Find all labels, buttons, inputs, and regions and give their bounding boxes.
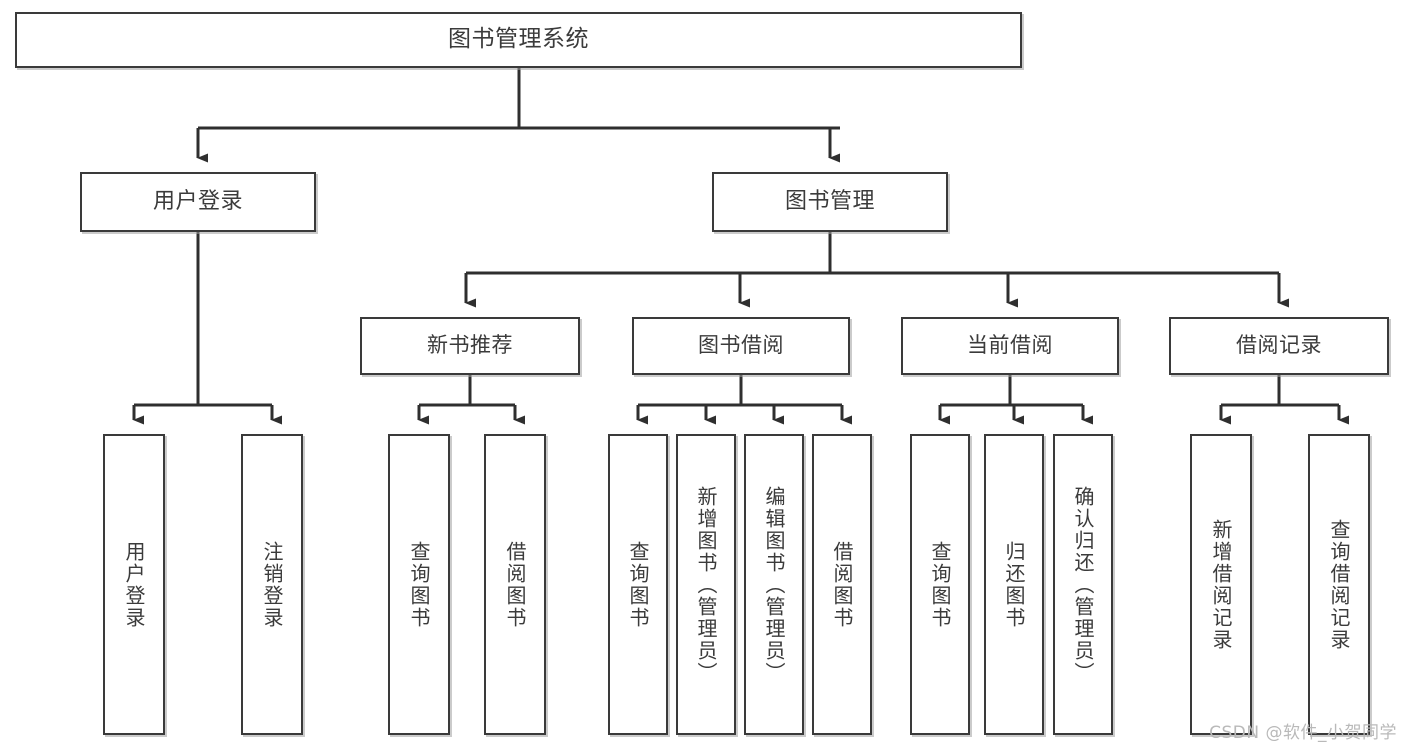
node-user-login[interactable]: 用户登录 bbox=[80, 172, 316, 232]
node-leaf-add-record[interactable]: 新增借阅记录 bbox=[1190, 434, 1252, 735]
node-leaf-borrow-book-2-label: 借阅图书 bbox=[830, 540, 854, 629]
node-leaf-user-login[interactable]: 用户登录 bbox=[103, 434, 165, 735]
node-leaf-query-book-2[interactable]: 查询图书 bbox=[608, 434, 668, 735]
node-leaf-add-record-label: 新增借阅记录 bbox=[1209, 518, 1233, 651]
node-leaf-edit-book-label: 编辑图书（管理员） bbox=[762, 485, 786, 684]
node-leaf-confirm-return[interactable]: 确认归还（管理员） bbox=[1053, 434, 1113, 735]
node-leaf-query-book-2-label: 查询图书 bbox=[626, 540, 650, 629]
node-leaf-query-book-1[interactable]: 查询图书 bbox=[388, 434, 450, 735]
node-leaf-user-logout-label: 注销登录 bbox=[260, 540, 284, 629]
node-leaf-confirm-return-label: 确认归还（管理员） bbox=[1071, 485, 1095, 684]
node-leaf-add-book[interactable]: 新增图书（管理员） bbox=[676, 434, 736, 735]
node-new-book-recommend-label: 新书推荐 bbox=[427, 333, 513, 358]
node-leaf-user-login-label: 用户登录 bbox=[122, 540, 146, 629]
node-leaf-return-book[interactable]: 归还图书 bbox=[984, 434, 1044, 735]
node-book-borrow[interactable]: 图书借阅 bbox=[632, 317, 850, 375]
node-leaf-query-book-3[interactable]: 查询图书 bbox=[910, 434, 970, 735]
node-leaf-borrow-book-1[interactable]: 借阅图书 bbox=[484, 434, 546, 735]
node-new-book-recommend[interactable]: 新书推荐 bbox=[360, 317, 580, 375]
node-leaf-add-book-label: 新增图书（管理员） bbox=[694, 485, 718, 684]
node-borrow-record[interactable]: 借阅记录 bbox=[1169, 317, 1389, 375]
node-book-manage-label: 图书管理 bbox=[784, 188, 875, 214]
node-user-login-label: 用户登录 bbox=[152, 188, 243, 214]
node-leaf-user-logout[interactable]: 注销登录 bbox=[241, 434, 303, 735]
node-leaf-query-book-3-label: 查询图书 bbox=[928, 540, 952, 629]
node-leaf-query-record-label: 查询借阅记录 bbox=[1327, 518, 1351, 651]
node-book-manage[interactable]: 图书管理 bbox=[712, 172, 948, 232]
node-leaf-return-book-label: 归还图书 bbox=[1002, 540, 1026, 629]
watermark-text: CSDN @软件_小贺同学 bbox=[1209, 723, 1397, 743]
node-current-borrow[interactable]: 当前借阅 bbox=[901, 317, 1119, 375]
node-root-label: 图书管理系统 bbox=[448, 26, 589, 53]
node-current-borrow-label: 当前借阅 bbox=[967, 333, 1053, 358]
node-leaf-borrow-book-2[interactable]: 借阅图书 bbox=[812, 434, 872, 735]
node-book-borrow-label: 图书借阅 bbox=[698, 333, 784, 358]
node-leaf-query-book-1-label: 查询图书 bbox=[407, 540, 431, 629]
node-leaf-edit-book[interactable]: 编辑图书（管理员） bbox=[744, 434, 804, 735]
node-root[interactable]: 图书管理系统 bbox=[15, 12, 1022, 68]
node-leaf-borrow-book-1-label: 借阅图书 bbox=[503, 540, 527, 629]
node-borrow-record-label: 借阅记录 bbox=[1236, 333, 1322, 358]
node-leaf-query-record[interactable]: 查询借阅记录 bbox=[1308, 434, 1370, 735]
